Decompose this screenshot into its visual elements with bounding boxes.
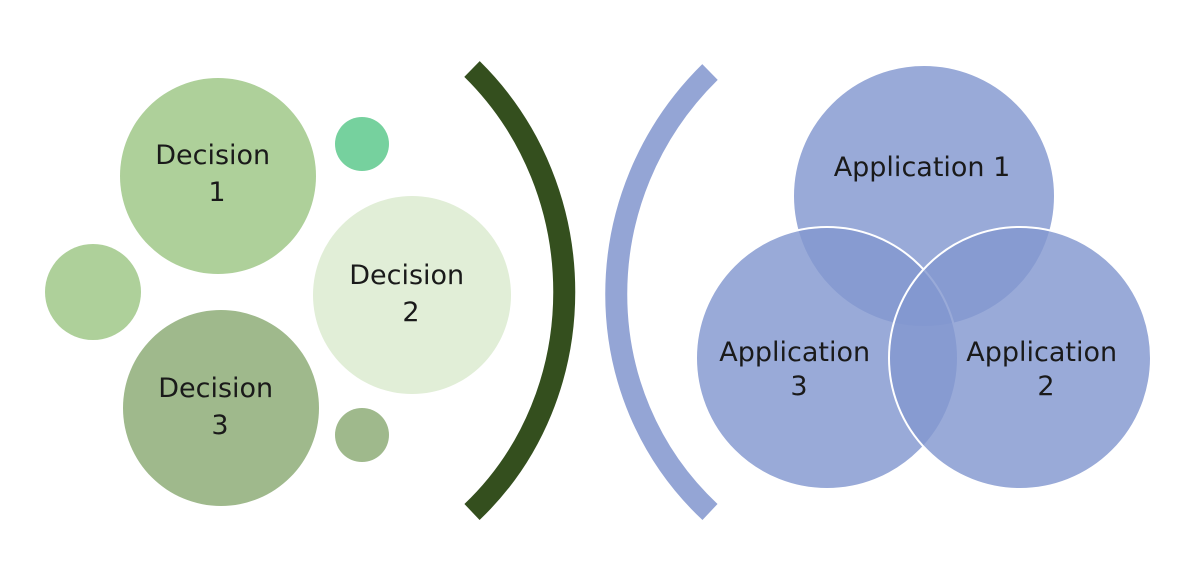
decision-3-label: Decision 3: [158, 373, 282, 441]
right-bracket: [605, 64, 718, 521]
application-1-label: Application 1: [834, 152, 1011, 183]
decision-1-label: Decision 1: [155, 140, 279, 208]
decision-1-circle: [120, 78, 316, 274]
left-bracket: [464, 61, 576, 520]
application-2-label-line2: 2: [1037, 371, 1054, 402]
small-teal-circle: [335, 117, 389, 171]
application-2-circle: [888, 226, 1152, 490]
decision-group: Decision 1 Decision 2 Decision 3: [45, 78, 511, 506]
decision-3-label-line2: 3: [211, 410, 228, 441]
decision-3-label-line1: Decision: [158, 373, 273, 404]
application-2-label-line1: Application: [966, 337, 1117, 368]
decision-2-label-line2: 2: [402, 297, 419, 328]
application-venn: Application 1 Application 3 Application …: [695, 64, 1152, 490]
decision-3-circle: [123, 310, 319, 506]
decision-1-label-line1: Decision: [155, 140, 270, 171]
application-3-label: Application 3: [719, 337, 878, 402]
application-3-label-line2: 3: [790, 371, 807, 402]
small-green-circle: [45, 244, 141, 340]
small-olive-circle: [335, 408, 389, 462]
decision-1-label-line2: 1: [208, 177, 225, 208]
application-1-label-line1: Application 1: [834, 152, 1011, 183]
application-3-label-line1: Application: [719, 337, 870, 368]
decision-2-label: Decision 2: [349, 260, 473, 328]
decision-2-circle: [313, 196, 511, 394]
application-2-label: Application 2: [966, 337, 1125, 402]
decision-2-label-line1: Decision: [349, 260, 464, 291]
